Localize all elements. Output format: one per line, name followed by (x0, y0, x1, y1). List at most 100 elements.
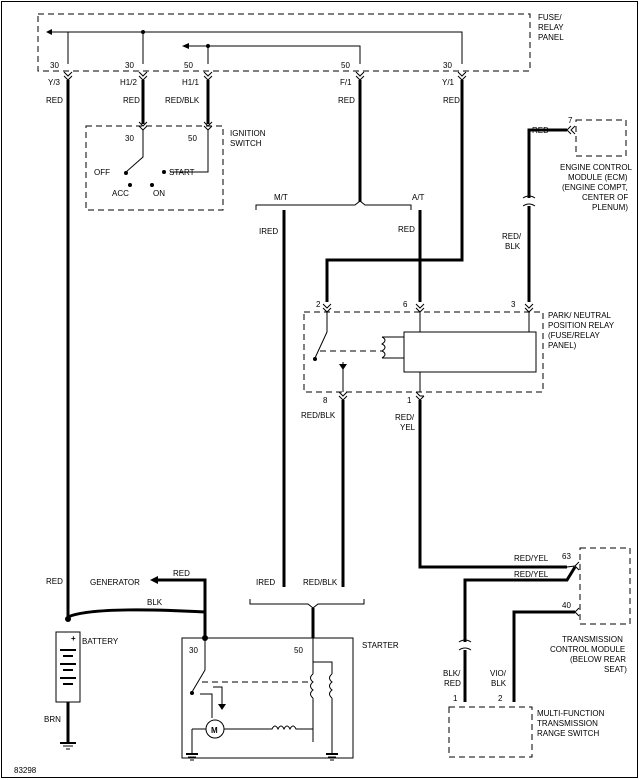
figure-id: 83298 (14, 766, 37, 775)
relay-pin-1: 1 (407, 396, 412, 405)
battery-label: BATTERY (82, 637, 119, 646)
battery-cells (60, 649, 76, 685)
ecm-label-4: CENTER OF (582, 193, 628, 202)
wire-vioblk (512, 610, 575, 702)
split-brace-top (255, 200, 412, 210)
wire-label-brn: BRN (44, 715, 61, 724)
wire-label-blk: BLK (147, 598, 163, 607)
panel-bus-50 (188, 45, 361, 64)
fuse-pin-id-1: Y/3 (48, 78, 61, 87)
wire-label-blkred-2: RED (444, 679, 461, 688)
fuse-pin-id-2: H1/2 (120, 78, 137, 87)
wire-label-redblk-ecm-1: RED/ (502, 232, 522, 241)
relay-pin-8: 8 (323, 396, 328, 405)
split-brace-bottom (249, 599, 365, 609)
wire-red-ecm (527, 128, 567, 198)
wire-label-redblk-ecm-2: BLK (505, 242, 521, 251)
ignition-label-2: SWITCH (230, 139, 262, 148)
wire-label-ired-mt: IRED (259, 227, 278, 236)
ground-icon (60, 742, 76, 750)
mfs-label-3: RANGE SWITCH (537, 729, 599, 738)
relay-connectors (322, 303, 534, 401)
starter-pull-coil (329, 673, 333, 699)
split-mt: M/T (274, 193, 288, 202)
tcm-label-2: CONTROL MODULE (550, 645, 625, 654)
battery-box (55, 631, 81, 703)
wire-redyel-1 (418, 400, 567, 569)
tcm-pin-40: 40 (562, 601, 571, 610)
wire-label-vioblk-1: VIO/ (490, 669, 507, 678)
wire-label-redyel-1a: RED/ (395, 413, 415, 422)
ignition-off: OFF (94, 168, 110, 177)
generator-arrow (150, 576, 158, 584)
fuse-pin-id-5: Y/1 (442, 78, 455, 87)
wire-label-vioblk-2: BLK (491, 679, 507, 688)
tcm-pin-63: 63 (562, 552, 571, 561)
wire-label-ired-bottom: IRED (256, 578, 275, 587)
fuse-pin-num-4: 50 (341, 61, 350, 70)
starter-hold-coil (310, 673, 314, 699)
tcm-label-3: (BELOW REAR (570, 655, 626, 664)
wire-label-redyel-63: RED/YEL (514, 554, 549, 563)
tcm-label-4: SEAT) (604, 665, 627, 674)
wire-label-redblk-h11: RED/BLK (165, 96, 200, 105)
wire-label-redblk-8: RED/BLK (301, 411, 336, 420)
relay-label-4: PANEL) (548, 341, 577, 350)
ecm-label-2: MODULE (ECM) (568, 173, 628, 182)
wire-label-red-h12: RED (123, 96, 140, 105)
fuse-pin-id-4: F/1 (340, 78, 352, 87)
relay-switch-lever (314, 312, 328, 359)
fuse-panel-label-3: PANEL (538, 33, 564, 42)
ignition-switch-box (85, 125, 224, 211)
wire-label-redyel-1b: YEL (400, 423, 416, 432)
park-neutral-relay-box (303, 311, 544, 393)
bus-arrow-left (46, 29, 52, 35)
starter-solenoid-contact (191, 638, 206, 693)
mfs-pin-2: 2 (498, 694, 503, 703)
fuse-pin-num-5: 30 (443, 61, 452, 70)
relay-pin-2: 2 (316, 300, 321, 309)
wire-label-red-f1: RED (338, 96, 355, 105)
wire-label-red-ecm: RED (532, 126, 549, 135)
wire-label-redblk-bottom: RED/BLK (303, 578, 338, 587)
wire-label-red-batt: RED (46, 577, 63, 586)
ignition-switch-lever (125, 130, 144, 173)
relay-module-body (403, 331, 537, 373)
svg-text:+: + (71, 634, 76, 643)
fuse-pin-num-2: 30 (125, 61, 134, 70)
wire-blk-batt (67, 608, 207, 638)
ecm-label-3: (ENGINE COMPT, (562, 183, 628, 192)
mfs-pin-1: 1 (453, 694, 458, 703)
ignition-on: ON (153, 189, 165, 198)
ecm-pin: 7 (568, 116, 573, 125)
ignition-acc: ACC (112, 189, 129, 198)
starter-label: STARTER (362, 641, 399, 650)
ecm-label-5: PLENUM) (592, 203, 628, 212)
ignition-label-1: IGNITION (230, 129, 266, 138)
wire-label-red-y1: RED (443, 96, 460, 105)
relay-coil (381, 336, 386, 359)
starter-pin-50: 50 (294, 646, 303, 655)
relay-pin-6: 6 (403, 300, 408, 309)
wire-red-y1 (325, 80, 464, 302)
mfs-box (448, 706, 533, 758)
wire-label-red-y3: RED (46, 96, 63, 105)
relay-pin-3: 3 (511, 300, 516, 309)
relay-label-1: PARK/ NEUTRAL (548, 311, 612, 320)
panel-bus-30 (67, 31, 463, 64)
starter-motor-label: M (211, 726, 218, 735)
fuse-pin-id-3: H1/1 (182, 78, 199, 87)
relay-label-3: (FUSE/RELAY (548, 331, 601, 340)
split-at: A/T (412, 193, 425, 202)
wire-label-red-at: RED (398, 225, 415, 234)
relay-label-2: POSITION RELAY (548, 321, 615, 330)
starter-box (181, 637, 354, 759)
wire-redyel-mid (463, 566, 577, 642)
mfs-label-2: TRANSMISSION (537, 719, 598, 728)
fuse-panel-label-2: RELAY (538, 23, 564, 32)
ignition-pin-30: 30 (125, 134, 134, 143)
wire-label-blkred-1: BLK/ (443, 669, 461, 678)
fuse-panel-label-1: FUSE/ (538, 13, 562, 22)
